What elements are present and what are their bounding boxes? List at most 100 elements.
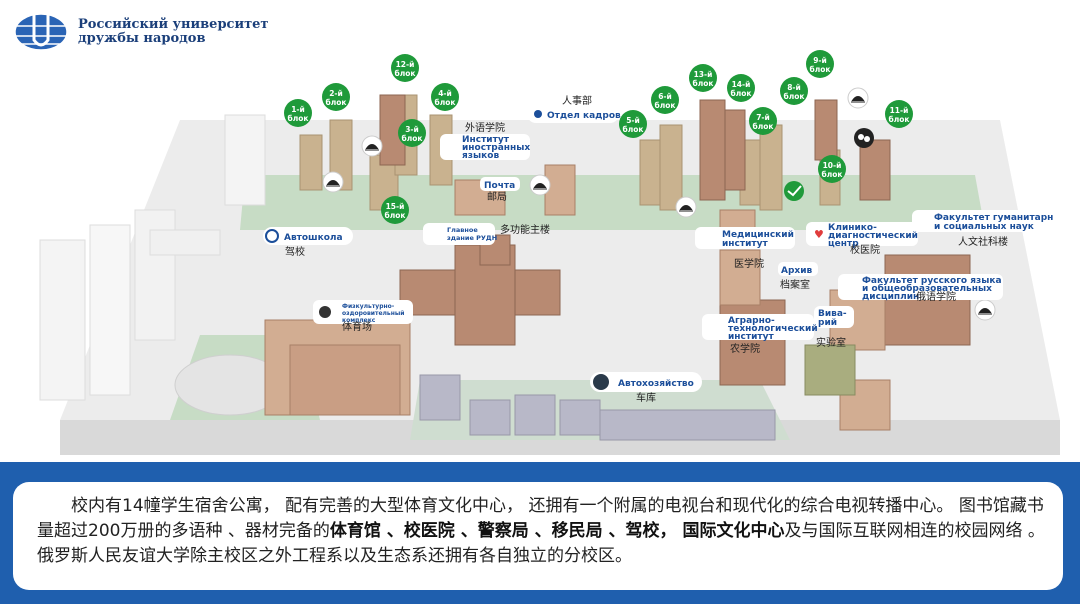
place-russian-ru-3: дисциплин (862, 292, 919, 302)
place-languages-ru-2: иностранных (462, 143, 530, 153)
place-languages[interactable]: Институт иностранных языков 外语学院 (440, 121, 530, 161)
block-marker-9[interactable]: 9-й блок (806, 50, 834, 78)
block-marker-7[interactable]: 7-й блок (749, 107, 777, 135)
block-5-line2: блок (623, 125, 644, 134)
block-marker-15[interactable]: 15-й блок (381, 196, 409, 224)
place-archive[interactable]: Архив 档案室 (778, 262, 818, 291)
block-marker-6[interactable]: 6-й блок (651, 86, 679, 114)
block-14-line1: 14-й (732, 80, 751, 89)
caption-bold: 体育馆 、校医院 、警察局 、移民局 、驾校， 国际文化中心 (329, 521, 785, 541)
block-10-line2: блок (822, 170, 843, 179)
block-1-line1: 1-й (291, 105, 305, 114)
block-marker-3[interactable]: 3-й блок (398, 119, 426, 147)
place-vivarium-cn: 实验室 (816, 336, 846, 349)
block-13-line1: 13-й (694, 70, 713, 79)
university-name-line2: дружбы народов (78, 31, 206, 46)
place-post[interactable]: Почта 邮局 (480, 177, 520, 203)
place-russian-ru-1: Факультет русского языка (862, 276, 1002, 286)
block-14-line2: блок (731, 89, 752, 98)
place-medical-ru-1: Медицинский (722, 230, 794, 240)
university-name: Российский университет дружбы народов (78, 18, 269, 46)
block-4-line1: 4-й (438, 89, 452, 98)
caption-band: 校内有14幢学生宿舍公寓， 配有完善的大型体育文化中心， 还拥有一个附属的电视台… (0, 462, 1080, 604)
place-clinic-ru-2: диагностический (828, 231, 918, 241)
place-vivarium-ru-2: рий (818, 318, 837, 328)
block-8-line2: блок (784, 92, 805, 101)
place-clinic[interactable]: ♥ Клинико- диагностический центр 校医院 (806, 222, 918, 256)
block-marker-1[interactable]: 1-й блок (284, 99, 312, 127)
block-11-line1: 11-й (890, 106, 909, 115)
canteen-icon[interactable] (322, 171, 344, 193)
place-driving-cn: 驾校 (285, 245, 305, 258)
place-vivarium[interactable]: Вива- рий 实验室 (814, 306, 854, 349)
place-sport-cn: 体育场 (342, 320, 372, 333)
canteen-markers (322, 87, 996, 321)
block-12-line2: блок (395, 69, 416, 78)
canteen-icon[interactable] (974, 299, 996, 321)
canteen-icon[interactable] (675, 196, 697, 218)
block-marker-2[interactable]: 2-й блок (322, 83, 350, 111)
residential-blocks-left (39, 114, 266, 401)
canteen-icon[interactable] (529, 174, 551, 196)
block-2-line1: 2-й (329, 89, 343, 98)
place-humanities-ru-2: и социальных наук (934, 222, 1034, 232)
block-11-line2: блок (889, 115, 910, 124)
place-main-ru-2: здание РУДН (447, 234, 497, 242)
place-garage-ru: Автохозяйство (618, 379, 694, 389)
block-marker-12[interactable]: 12-й блок (391, 54, 419, 82)
place-sport[interactable]: Физкультурно- оздоровительный комплекс 体… (313, 300, 413, 333)
place-archive-cn: 档案室 (780, 278, 810, 291)
block-3-line1: 3-й (405, 125, 419, 134)
block-7-line2: блок (753, 122, 774, 131)
place-humanities[interactable]: Факультет гуманитарн и социальных наук 人… (912, 210, 1057, 248)
person-icon (534, 110, 542, 118)
place-russian-ru-2: и общеобразовательных (862, 283, 992, 294)
place-post-cn: 邮局 (487, 190, 507, 203)
block-2-line2: блок (326, 98, 347, 107)
place-agro[interactable]: Аграрно- технологический институт 农学院 (702, 314, 818, 355)
caption-part2: 及与国际互联网相连的校园网络 。俄罗斯人民友谊大学除主校区之外工程系以及生态系还… (37, 521, 1045, 566)
place-medical-cn: 医学院 (734, 257, 764, 270)
place-languages-ru-3: языков (462, 151, 499, 161)
place-clinic-cn: 校医院 (850, 243, 880, 256)
block-5-line1: 5-й (626, 116, 640, 125)
place-hr[interactable]: Отдел кадров 人事部 (527, 94, 621, 123)
canteen-icon[interactable] (361, 135, 383, 157)
university-logo: Российский университет дружбы народов (12, 10, 269, 54)
place-agro-ru-2: технологический (728, 324, 818, 334)
place-main[interactable]: Главное здание РУДН 多功能主楼 (423, 223, 550, 245)
place-agro-ru-1: Аграрно- (728, 316, 775, 326)
bank-logo-icon[interactable] (784, 181, 804, 201)
place-humanities-cn: 人文社科楼 (958, 235, 1008, 248)
place-post-ru: Почта (484, 181, 515, 191)
place-garage[interactable]: Автохозяйство 车库 (590, 372, 702, 404)
canteen-icon[interactable] (847, 87, 869, 109)
block-13-line2: блок (693, 79, 714, 88)
block-9-line1: 9-й (813, 56, 827, 65)
block-marker-8[interactable]: 8-й блок (780, 77, 808, 105)
theater-masks-icon[interactable] (854, 128, 874, 148)
place-agro-ru-3: институт (728, 332, 774, 342)
block-marker-14[interactable]: 14-й блок (727, 74, 755, 102)
globe-logo-icon (14, 12, 68, 51)
place-russian-cn: 俄语学院 (916, 290, 956, 303)
place-driving[interactable]: Автошкола 驾校 (263, 227, 353, 258)
block-9-line2: блок (810, 65, 831, 74)
block-marker-5[interactable]: 5-й блок (619, 110, 647, 138)
place-hr-cn: 人事部 (562, 94, 592, 107)
place-medical[interactable]: Медицинский институт 医学院 (695, 227, 795, 270)
caption-box: 校内有14幢学生宿舍公寓， 配有完善的大型体育文化中心， 还拥有一个附属的电视台… (13, 482, 1063, 590)
block-marker-4[interactable]: 4-й блок (431, 83, 459, 111)
block-marker-13[interactable]: 13-й блок (689, 64, 717, 92)
block-15-line2: блок (385, 211, 406, 220)
place-russian[interactable]: Факультет русского языка и общеобразоват… (838, 274, 1003, 303)
place-driving-ru: Автошкола (284, 233, 343, 243)
block-marker-10[interactable]: 10-й блок (818, 155, 846, 183)
block-12-line1: 12-й (396, 60, 415, 69)
place-sport-ru-3: комплекс (342, 317, 376, 324)
block-6-line2: блок (655, 101, 676, 110)
garage-rows (419, 374, 776, 441)
steering-wheel-icon (265, 229, 279, 243)
block-marker-11[interactable]: 11-й блок (885, 100, 913, 128)
block-1-line2: блок (288, 114, 309, 123)
